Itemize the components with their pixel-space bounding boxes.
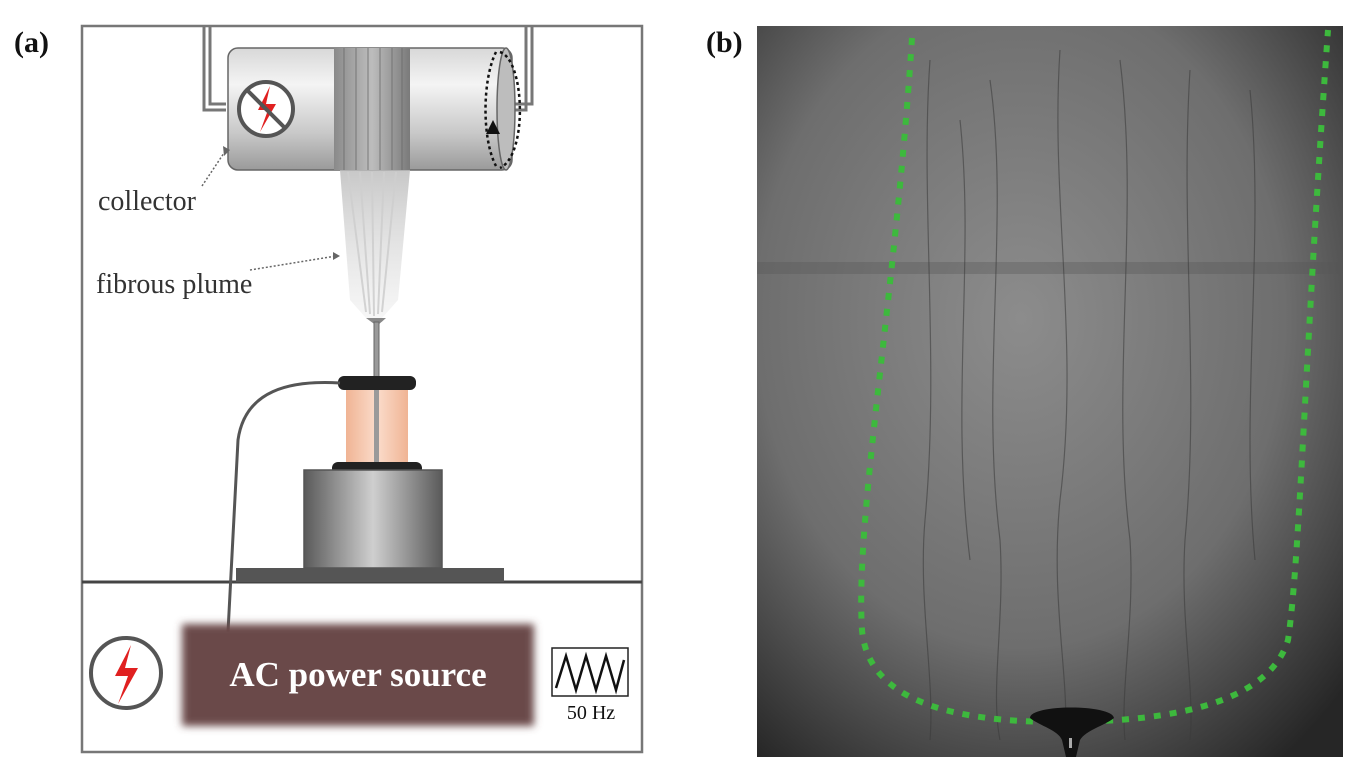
photo-horizontal-band	[757, 262, 1343, 274]
power-source-label: AC power source	[229, 655, 487, 694]
photo-background	[757, 26, 1343, 757]
label-pointer	[201, 149, 337, 271]
panel-a-schematic	[80, 24, 644, 754]
solution-reservoir	[332, 376, 422, 476]
platform	[236, 568, 504, 582]
sine-wave-icon	[551, 647, 629, 697]
panel-b-photo	[757, 26, 1343, 757]
collector-label: collector	[98, 186, 196, 217]
metal-base	[303, 469, 443, 569]
photo-fibers	[922, 49, 1256, 741]
rotation-arrowhead	[486, 120, 500, 134]
rotation-arrow-icon	[484, 50, 522, 170]
photo-spinneret	[1030, 707, 1114, 757]
hv-cable	[226, 381, 341, 633]
power-source-box	[182, 624, 534, 726]
collector-drum	[227, 47, 516, 171]
collector-bracket	[202, 26, 534, 112]
frequency-label: 50 Hz	[566, 702, 616, 724]
panel-b-label: (b)	[706, 26, 743, 59]
collected-fiber-band	[334, 48, 410, 170]
high-voltage-icon	[89, 636, 163, 710]
panel-a-label: (a)	[14, 26, 49, 59]
fibrous-plume	[340, 170, 410, 318]
fibrous-plume-label: fibrous plume	[96, 269, 253, 300]
no-high-voltage-icon	[237, 80, 295, 138]
